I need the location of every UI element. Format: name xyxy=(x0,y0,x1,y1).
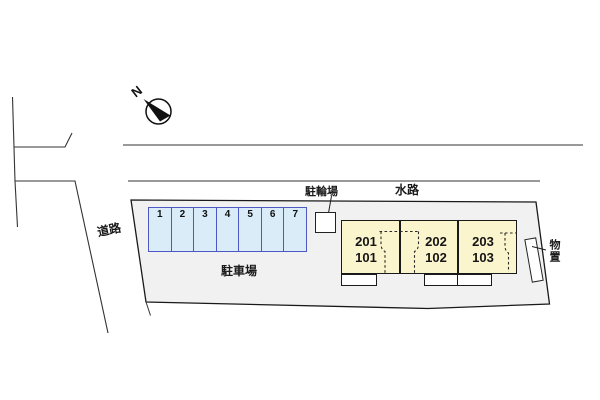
unit-numbers-2: 202 102 xyxy=(423,234,449,266)
unit-lower: 103 xyxy=(472,250,494,265)
unit-numbers-1: 201 101 xyxy=(353,234,379,266)
unit-lower: 102 xyxy=(425,250,447,265)
parking-lot-label: 駐車場 xyxy=(221,264,258,278)
parking-stall: 3 xyxy=(193,208,216,251)
bicycle-label-pointer xyxy=(328,195,332,214)
parking-stall: 5 xyxy=(238,208,261,251)
parking-stall: 4 xyxy=(215,208,239,251)
compass-icon xyxy=(143,98,172,125)
stall-number: 3 xyxy=(202,209,208,220)
parking-stall: 6 xyxy=(260,208,284,251)
waterway-label: 水路 xyxy=(395,183,420,197)
entrance-porch xyxy=(457,273,492,286)
parking-stall: 7 xyxy=(283,208,306,251)
bicycle-parking-label: 駐輪場 xyxy=(305,186,338,198)
stall-number: 2 xyxy=(179,209,186,220)
unit-divider-wall xyxy=(399,221,401,273)
stall-number: 5 xyxy=(247,209,253,220)
unit-numbers-3: 203 103 xyxy=(470,234,496,266)
boundary-tick xyxy=(145,301,151,316)
unit-upper: 201 xyxy=(355,234,377,249)
entrance-porch xyxy=(341,273,377,286)
stall-number: 6 xyxy=(269,209,276,220)
storage-label: 物置 xyxy=(548,239,560,263)
parking-stall: 2 xyxy=(170,208,194,251)
unit-lower: 101 xyxy=(355,250,377,265)
road-edge-left-vertical xyxy=(11,96,19,228)
parking-stall-block: 1 2 3 4 5 6 7 xyxy=(148,207,307,252)
parking-stall: 1 xyxy=(149,208,171,251)
stall-number: 1 xyxy=(157,209,163,220)
unit-upper: 203 xyxy=(472,234,494,249)
stall-number: 7 xyxy=(292,209,299,220)
stall-number: 4 xyxy=(224,209,231,220)
entrance-porch xyxy=(424,273,458,286)
road-edge-upper xyxy=(14,132,73,148)
unit-upper: 202 xyxy=(425,234,447,249)
unit-divider-wall xyxy=(457,221,459,273)
bicycle-shed xyxy=(315,212,336,233)
road-edge-lower xyxy=(15,180,109,334)
